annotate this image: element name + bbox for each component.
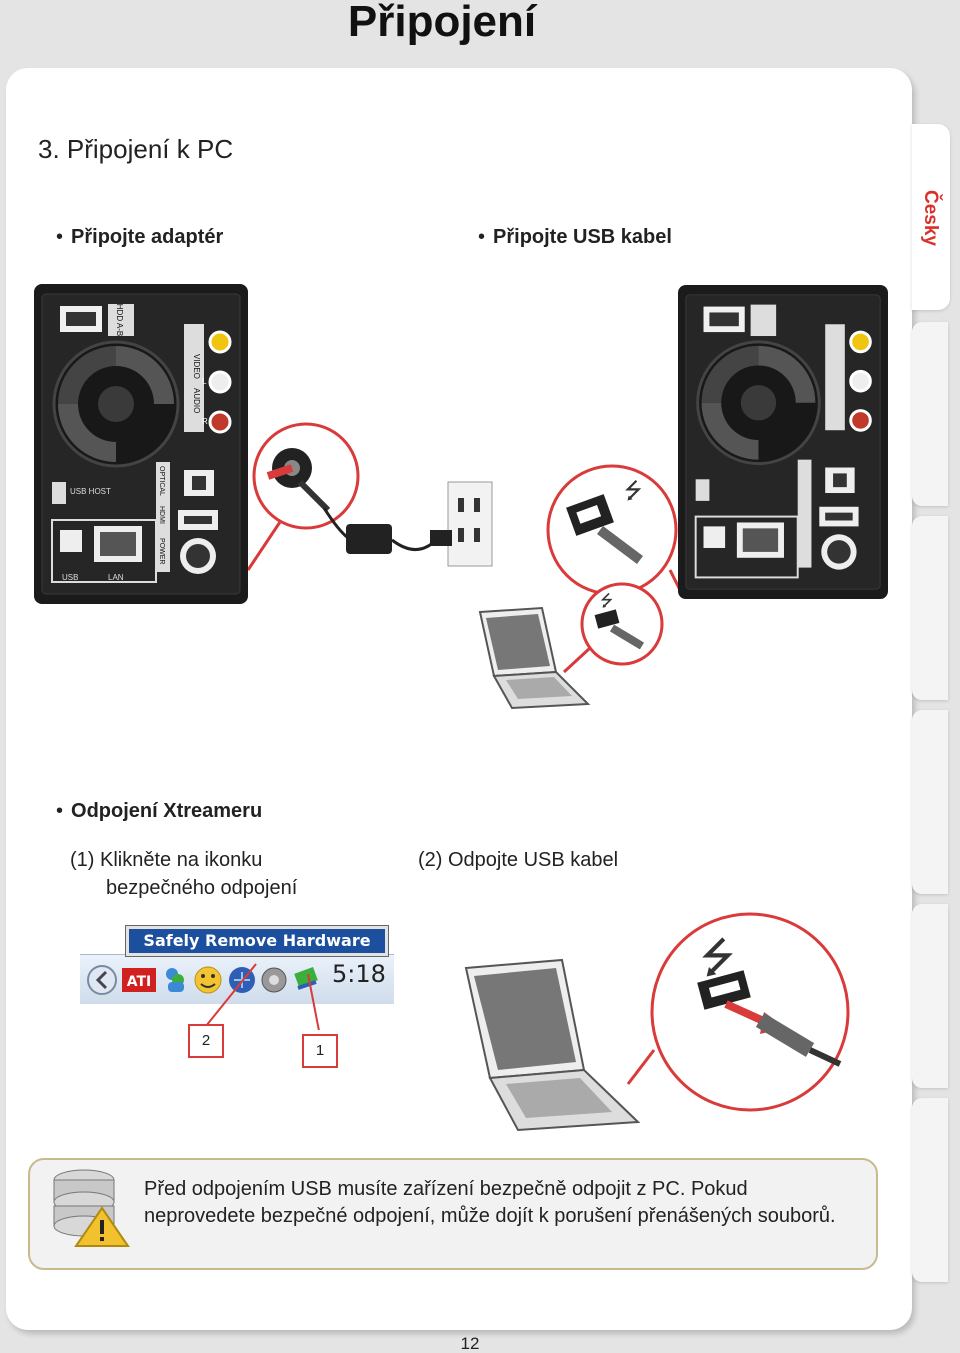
svg-text:⭍: ⭍ <box>600 591 613 610</box>
step-1-continued: bezpečného odpojení <box>106 877 298 899</box>
side-tab-label: Česky <box>920 190 941 246</box>
side-tab-active[interactable] <box>912 124 950 310</box>
xtreamer-rear-panel-left: HDD A-B VIDEO AUDIO L R USB HOST OPTICAL… <box>34 284 248 604</box>
bullet-disconnect: Odpojení Xtreameru <box>56 800 262 823</box>
messenger-icon[interactable] <box>166 968 184 992</box>
label-power: POWER <box>158 538 165 564</box>
step-1: (1) Klikněte na ikonku <box>70 849 263 871</box>
label-l: L <box>202 377 207 386</box>
power-adapter-illustration <box>248 422 493 571</box>
side-tab[interactable] <box>912 710 948 894</box>
ati-text: ATI <box>127 974 152 990</box>
step-2: (2) Odpojte USB kabel <box>418 849 619 871</box>
system-tray: Safely Remove Hardware ATI <box>80 924 394 1004</box>
label-usb: USB <box>62 573 78 582</box>
safely-remove-tooltip: Safely Remove Hardware <box>125 925 389 957</box>
section-title: 3. Připojení k PC <box>38 134 234 164</box>
warning-note-text: Před odpojením USB musíte zařízení bezpe… <box>144 1178 836 1227</box>
tray-expand-icon[interactable] <box>87 965 117 995</box>
label-usb-host: USB HOST <box>70 487 111 496</box>
bullet-connect-usb: Připojte USB kabel <box>478 226 672 249</box>
laptop-connect-illustration: ⭍ <box>478 582 664 710</box>
ati-icon[interactable]: ATI <box>122 968 156 992</box>
smiley-icon[interactable] <box>194 966 222 994</box>
content-card <box>6 68 912 1330</box>
tray-clock: 5:18 <box>332 960 386 988</box>
label-hdd: HDD A-B <box>115 304 124 336</box>
bullet-connect-adapter: Připojte adaptér <box>56 226 223 249</box>
side-tab[interactable] <box>912 322 948 506</box>
page-title: Připojení <box>347 0 537 46</box>
callout-1: 1 <box>302 1034 338 1068</box>
label-audio: AUDIO <box>192 388 201 413</box>
label-lan: LAN <box>108 573 124 582</box>
callout-lines <box>205 963 320 1030</box>
side-tab[interactable] <box>912 1098 948 1282</box>
label-hdmi: HDMI <box>158 506 165 524</box>
svg-text:⭍: ⭍ <box>624 479 642 504</box>
page-number: 12 <box>460 1334 480 1353</box>
side-tab[interactable] <box>912 516 948 700</box>
label-optical: OPTICAL <box>158 466 165 496</box>
storage-warning-icon <box>53 1169 130 1247</box>
callout-2: 2 <box>188 1024 224 1058</box>
svg-text:⭍: ⭍ <box>700 933 735 982</box>
warning-note <box>28 1158 878 1270</box>
xtreamer-rear-panel-right <box>678 284 888 600</box>
side-tab[interactable] <box>912 904 948 1088</box>
laptop-disconnect-illustration: ⭍ <box>464 912 850 1132</box>
safely-remove-hardware-icon[interactable] <box>294 967 318 990</box>
label-video: VIDEO <box>192 354 201 379</box>
label-r: R <box>202 417 208 426</box>
volume-icon[interactable] <box>261 967 287 993</box>
